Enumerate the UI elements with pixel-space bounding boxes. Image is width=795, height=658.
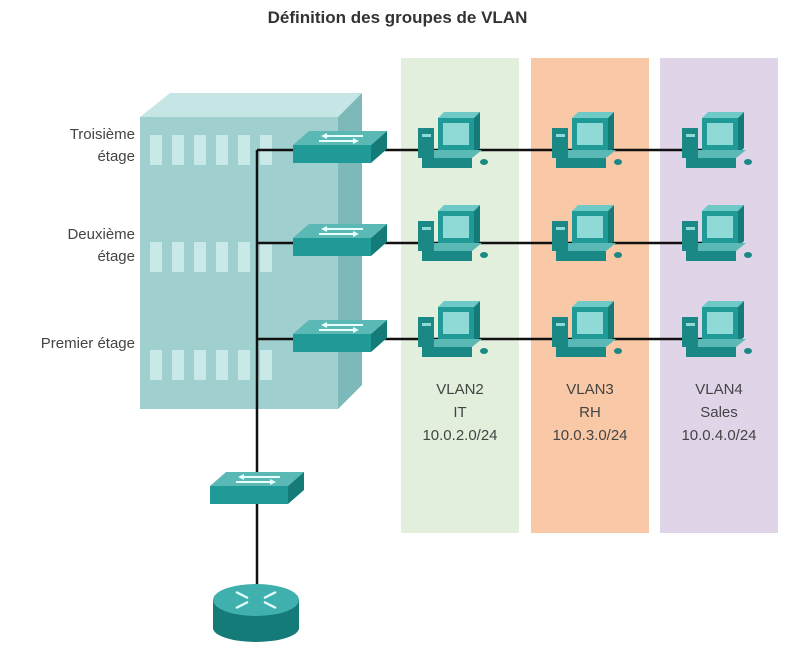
diagram-title: Définition des groupes de VLAN [267, 8, 528, 27]
switch-third-floor-icon [292, 130, 388, 164]
floor-label-line: Premier étage [40, 335, 135, 352]
floor-label-line: étage [97, 148, 135, 165]
vlan-name: VLAN3 [566, 381, 614, 398]
vlan3-label: VLAN3 RH 10.0.3.0/24 [531, 378, 649, 447]
vlan-subnet: 10.0.3.0/24 [552, 427, 628, 444]
floor-label-third: Troisième étage [5, 124, 135, 168]
vlan-name: VLAN4 [695, 381, 743, 398]
vlan4-label: VLAN4 Sales 10.0.4.0/24 [660, 378, 778, 447]
floor-label-line: Deuxième [67, 226, 135, 243]
floor-label-second: Deuxième étage [5, 224, 135, 268]
floor-label-first: Premier étage [5, 333, 135, 355]
core-switch-icon [209, 471, 305, 505]
vlan-subnet: 10.0.2.0/24 [422, 427, 498, 444]
vlan-subnet: 10.0.4.0/24 [681, 427, 757, 444]
switch-first-floor-icon [292, 319, 388, 353]
vlan-group: RH [579, 404, 601, 421]
router-icon [213, 584, 299, 642]
vlan-group: Sales [700, 404, 738, 421]
floor-label-line: Troisième [69, 126, 135, 143]
switch-second-floor-icon [292, 223, 388, 257]
vlan-name: VLAN2 [436, 381, 484, 398]
vlan-group: IT [453, 404, 467, 421]
vlan2-label: VLAN2 IT 10.0.2.0/24 [401, 378, 519, 447]
floor-label-line: étage [97, 248, 135, 265]
